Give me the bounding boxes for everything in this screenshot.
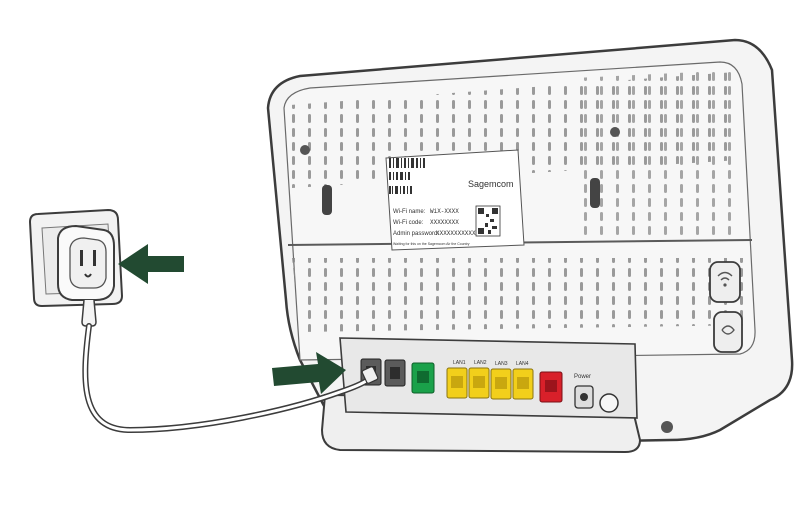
plug-cord-relief	[81, 299, 97, 327]
power-jack-pin	[580, 393, 588, 401]
wps-icon	[721, 325, 735, 335]
lan-port-slot	[473, 376, 485, 388]
wall-mount-slot	[322, 185, 332, 215]
plug-pin	[93, 250, 96, 266]
phone-port-icon	[390, 367, 400, 379]
wps-button[interactable]	[713, 311, 743, 353]
label-brand: Sagemcom	[468, 179, 514, 189]
wifi-code-value: XXXXXXXX	[430, 219, 459, 226]
dsl-port-slot	[417, 371, 429, 383]
label-barcode	[389, 158, 425, 194]
port-panel: LAN1 LAN2 LAN3 LAN4 Power	[339, 337, 638, 419]
info-label: Sagemcom Wi-Fi name: WiX-XXXX Wi-Fi code…	[385, 149, 525, 251]
lan-label: LAN4	[516, 361, 529, 367]
lan-label: LAN2	[474, 360, 487, 366]
power-label: Power	[574, 374, 591, 380]
label-footer-note: Waiting for this on the Sagemcom Air the…	[393, 242, 470, 246]
power-button[interactable]	[599, 393, 619, 413]
qr-code	[475, 205, 501, 237]
plug-ground-pin	[84, 273, 92, 278]
wifi-name-label: Wi-Fi name:	[393, 209, 426, 215]
wall-outlet	[28, 208, 124, 327]
wifi-name-value: WiX-XXXX	[430, 208, 459, 215]
admin-password-value: XXXXXXXXXXXX	[436, 230, 480, 237]
lan-label: LAN1	[453, 360, 466, 366]
wan-port-slot	[545, 380, 557, 392]
screw-hole	[300, 145, 310, 155]
screw-hole	[661, 421, 673, 433]
lower-vent-grille	[292, 258, 756, 332]
cable-connector	[361, 366, 379, 384]
lan-label: LAN3	[495, 361, 508, 367]
admin-password-label: Admin password:	[393, 231, 439, 237]
lan-port-slot	[451, 376, 463, 388]
wifi-button[interactable]	[709, 261, 741, 303]
lan-port-slot	[517, 377, 529, 389]
plug-pin	[80, 250, 83, 266]
plug-face	[69, 237, 107, 289]
power-cable-core	[83, 324, 372, 432]
wall-mount-slot	[590, 178, 600, 208]
wifi-icon	[717, 271, 733, 281]
screw-hole	[610, 127, 620, 137]
arrow-to-plug	[118, 244, 184, 284]
wifi-code-label: Wi-Fi code:	[393, 220, 424, 226]
upper-vent-grille-side	[575, 70, 742, 238]
arrow-to-port	[272, 352, 346, 394]
lan-port-slot	[495, 377, 507, 389]
wifi-icon-dot	[723, 283, 727, 287]
